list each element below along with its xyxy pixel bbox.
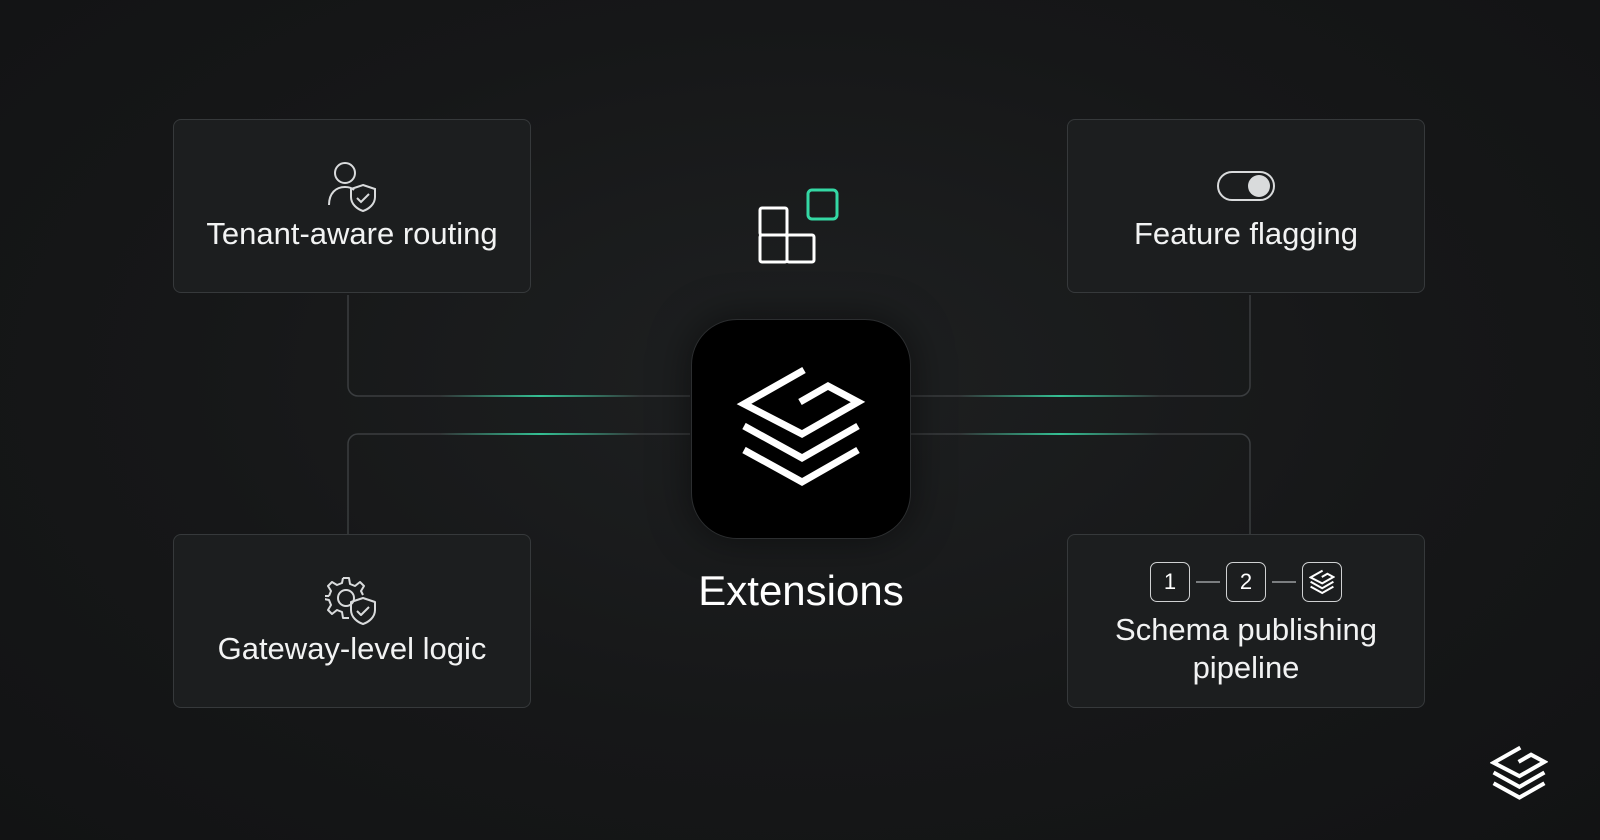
extensions-hub xyxy=(691,319,911,539)
connector-glow-bottom-right xyxy=(960,433,1160,435)
step-connector xyxy=(1272,581,1296,583)
connector-bottom-right xyxy=(910,433,1251,534)
connector-bottom-left xyxy=(347,433,690,534)
card-gateway-level-logic: Gateway-level logic xyxy=(173,534,531,708)
card-feature-flagging: Feature flagging xyxy=(1067,119,1425,293)
step-connector xyxy=(1196,581,1220,583)
card-title: Schema publishing pipeline xyxy=(1115,612,1377,685)
connector-glow-top-left xyxy=(440,395,640,397)
stacked-layers-logo-icon xyxy=(1489,744,1549,807)
pipeline-steps: 1 2 xyxy=(1150,555,1342,609)
connector-top-right xyxy=(910,295,1251,397)
card-title: Feature flagging xyxy=(1133,216,1359,251)
card-title: Tenant-aware routing xyxy=(206,216,498,251)
stacked-layers-logo-icon xyxy=(736,362,866,497)
hub-label: Extensions xyxy=(698,567,904,614)
toggle-switch-icon xyxy=(1216,159,1276,213)
step-2-badge: 2 xyxy=(1226,562,1266,602)
connector-top-left xyxy=(347,295,690,397)
card-title: Gateway-level logic xyxy=(217,631,487,666)
user-shield-icon xyxy=(325,159,379,213)
stacked-layers-icon xyxy=(1302,562,1342,602)
connector-glow-bottom-left xyxy=(440,433,640,435)
gear-shield-icon xyxy=(325,574,379,628)
card-schema-publishing-pipeline: 1 2 Schema publishing pipeline xyxy=(1067,534,1425,708)
connector-glow-top-right xyxy=(960,395,1160,397)
card-tenant-aware-routing: Tenant-aware routing xyxy=(173,119,531,293)
blocks-extension-icon xyxy=(758,188,840,275)
step-1-badge: 1 xyxy=(1150,562,1190,602)
